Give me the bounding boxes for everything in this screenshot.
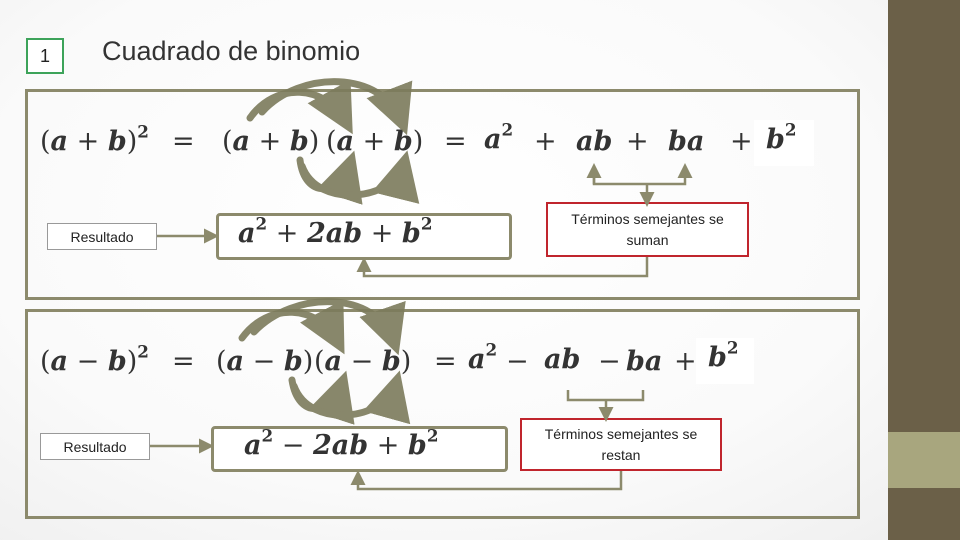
result-box-2 <box>211 426 508 472</box>
term-a-squared: a2 <box>484 119 514 155</box>
result-expression-2: a2 − 2ab + b2 <box>244 425 439 461</box>
minus-2: − <box>598 346 621 377</box>
factor-2: (a + b) <box>326 126 424 157</box>
term-ab: ab <box>576 126 613 157</box>
equals-sign-2: = <box>444 126 467 157</box>
term-ab-2: ab <box>544 344 581 375</box>
panel-square-of-difference <box>25 309 860 519</box>
panel-square-of-sum <box>25 89 860 300</box>
minus-1: − <box>506 346 529 377</box>
term-a-squared-2: a2 <box>468 339 498 375</box>
note-box-difference: Términos semejantes se restan <box>520 418 722 471</box>
b-squared-highlight <box>754 120 814 166</box>
result-label-2: Resultado <box>40 433 150 460</box>
equals-sign-4: = <box>434 346 457 377</box>
equals-sign-1: = <box>172 126 195 157</box>
lhs-square-difference: (a − b)2 <box>40 341 149 377</box>
plus-2: + <box>626 126 649 157</box>
result-expression-1: a2 + 2ab + b2 <box>238 213 433 249</box>
plus-3: + <box>730 126 753 157</box>
factor-4: (a − b) <box>314 346 412 377</box>
side-accent <box>888 432 960 488</box>
note-box-sum: Términos semejantes se suman <box>546 202 749 257</box>
slide-number: 1 <box>26 38 64 74</box>
factor-1: (a + b) <box>222 126 320 157</box>
plus-1: + <box>534 126 557 157</box>
equals-sign-3: = <box>172 346 195 377</box>
term-b-squared: b2 <box>766 119 797 155</box>
b-squared-highlight-2 <box>696 338 754 384</box>
term-b-squared-2: b2 <box>708 337 739 373</box>
lhs-square-sum: (a + b)2 <box>40 121 149 157</box>
result-label-1: Resultado <box>47 223 157 250</box>
term-ba: ba <box>668 126 705 157</box>
slide-title: Cuadrado de binomio <box>102 36 361 66</box>
plus-4: + <box>674 346 697 377</box>
term-ba-2: ba <box>626 346 663 377</box>
factor-3: (a − b) <box>216 346 314 377</box>
